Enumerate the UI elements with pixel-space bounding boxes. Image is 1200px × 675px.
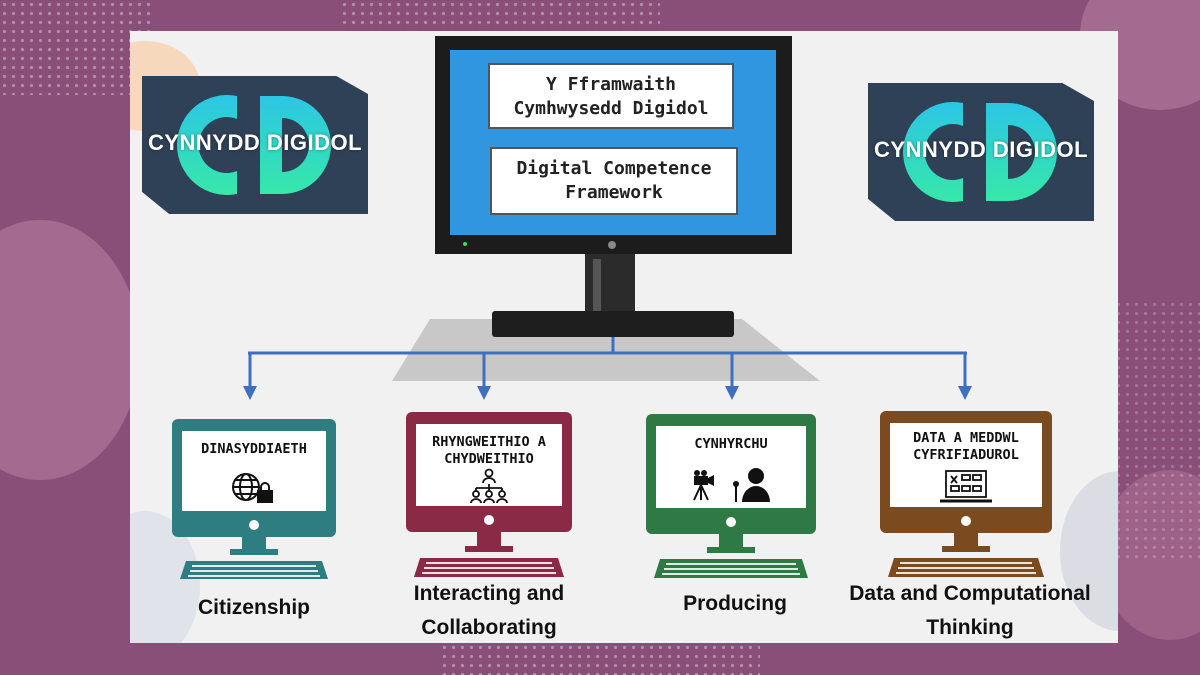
- slide-canvas: CYNNYDD DIGIDOL CYNNYDD DIGIDOL Y Fframw…: [130, 31, 1118, 643]
- camera-presenter-icon: [693, 468, 770, 502]
- logo-text: CYNNYDD DIGIDOL: [873, 137, 1089, 162]
- monitor-neck-shine: [593, 259, 601, 311]
- network-people-icon: [470, 468, 508, 504]
- strand-citizenship: DINASYDDIAETH: [172, 419, 336, 579]
- strand-screen-label: RHYNGWEITHIO A CHYDWEITHIO: [432, 434, 546, 467]
- strand-screen: [416, 424, 562, 506]
- strand-screen-label: CYNHYRCHU: [694, 436, 768, 452]
- strand-screen: [656, 426, 806, 508]
- strand-power: [726, 517, 736, 527]
- strand-data: DATA A MEDDWL CYFRIFIADUROL: [880, 411, 1052, 577]
- strand-neck: [477, 532, 501, 546]
- connector-arrows: [243, 337, 972, 400]
- strand-base: [707, 547, 755, 553]
- strand-screen-label: DINASYDDIAETH: [201, 441, 307, 457]
- strand-caption: Producing: [683, 592, 787, 615]
- strand-power: [961, 516, 971, 526]
- keyboard-keys: [188, 565, 320, 577]
- dot-pattern: [340, 0, 660, 30]
- computer-illustration: [172, 419, 336, 579]
- background-blob: [0, 220, 140, 480]
- framework-title-english: Digital Competence Framework: [490, 147, 738, 215]
- power-led: [463, 242, 467, 246]
- framework-title-welsh: Y Fframwaith Cymhwysedd Digidol: [488, 63, 734, 129]
- keyboard-keys: [896, 562, 1036, 574]
- strand-power: [249, 520, 259, 530]
- arrowhead: [243, 386, 257, 400]
- cd-logo-mark: [177, 95, 331, 195]
- dot-pattern: [440, 643, 760, 675]
- cd-logo-mark: [903, 102, 1057, 202]
- arrowhead: [477, 386, 491, 400]
- computer-illustration: [646, 414, 816, 578]
- power-button: [608, 241, 616, 249]
- strand-screen-label: DATA A MEDDWL CYFRIFIADUROL: [913, 430, 1019, 463]
- dot-pattern: [0, 0, 150, 95]
- computer-illustration: [406, 412, 572, 577]
- strand-producing: CYNHYRCHU: [646, 414, 816, 579]
- laptop-data-icon: [940, 470, 992, 503]
- computer-illustration: [880, 411, 1052, 577]
- strand-caption: Citizenship: [197, 596, 310, 619]
- cynnydd-digidol-logo: CYNNYDD DIGIDOL: [142, 76, 368, 214]
- strand-neck: [954, 533, 978, 546]
- strand-caption: Interacting and Collaborating: [413, 582, 565, 639]
- logo-text: CYNNYDD DIGIDOL: [147, 130, 363, 155]
- arrowhead: [958, 386, 972, 400]
- arrowhead: [725, 386, 739, 400]
- cynnydd-digidol-logo: CYNNYDD DIGIDOL: [868, 83, 1094, 221]
- keyboard-keys: [422, 562, 556, 574]
- strand-neck: [242, 537, 266, 549]
- strand-neck: [719, 534, 743, 547]
- globe-lock-icon: [232, 473, 273, 503]
- monitor-base: [492, 311, 734, 337]
- strand-base: [230, 549, 278, 555]
- strand-base: [465, 546, 513, 552]
- strand-base: [942, 546, 990, 552]
- strand-power: [484, 515, 494, 525]
- keyboard-keys: [662, 563, 800, 575]
- strand-caption: Data and Computational Thinking: [849, 582, 1091, 639]
- strand-interacting: RHYNGWEITHIO A CHYDWEITHIO: [406, 412, 572, 578]
- strand-screen: [890, 423, 1042, 507]
